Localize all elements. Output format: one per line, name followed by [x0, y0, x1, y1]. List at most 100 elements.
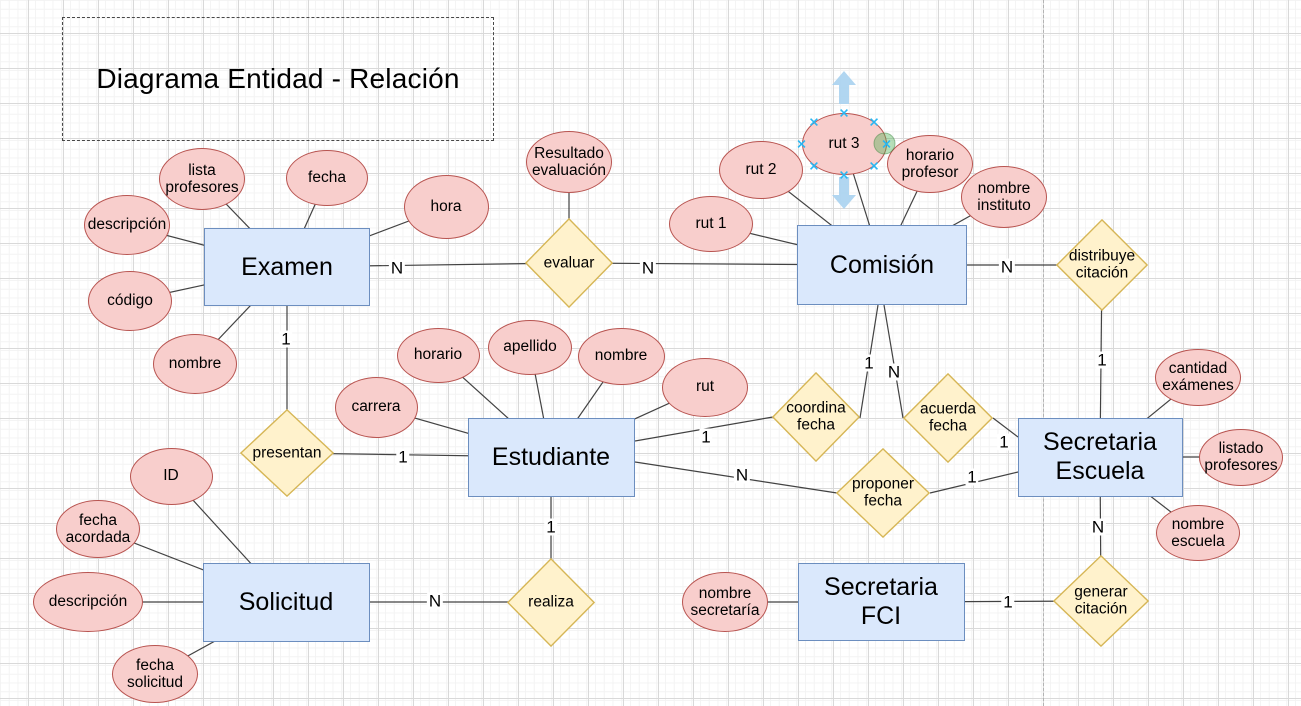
relationship-label: generar citación	[1074, 583, 1128, 618]
attribute-label: fecha	[308, 169, 346, 187]
attribute-codigo[interactable]: código	[88, 271, 172, 331]
move-down-arrow-icon[interactable]	[832, 177, 856, 209]
entity-examen[interactable]: Examen	[204, 228, 370, 306]
attribute-carrera[interactable]: carrera	[334, 376, 418, 438]
attribute-label: lista profesores	[165, 161, 239, 196]
cardinality-label[interactable]: N	[885, 362, 903, 382]
diamond-shape	[1053, 555, 1149, 647]
diamond-shape	[836, 448, 930, 538]
attribute-label: rut 2	[745, 161, 777, 179]
attribute-nombre-escuela[interactable]: nombre escuela	[1156, 505, 1240, 561]
entity-label: Examen	[241, 252, 333, 281]
cardinality-label[interactable]: N	[733, 465, 751, 485]
cardinality-label[interactable]: 1	[544, 517, 558, 537]
attribute-label: nombre instituto	[977, 179, 1031, 214]
attribute-rut-3[interactable]: rut 3	[801, 113, 887, 175]
attribute-label: nombre secretaría	[690, 584, 760, 619]
attribute-rut-2[interactable]: rut 2	[719, 141, 803, 199]
relationship-distribuye-citacion[interactable]: distribuye citación	[1056, 219, 1148, 311]
attribute-fecha-solicitud[interactable]: fecha solicitud	[112, 645, 198, 703]
cardinality-label[interactable]: N	[998, 257, 1016, 277]
cardinality-label[interactable]: N	[639, 258, 657, 278]
cardinality-label[interactable]: N	[388, 258, 406, 278]
cardinality-label[interactable]: 1	[279, 329, 293, 349]
relationship-label: realiza	[528, 593, 574, 611]
attribute-nombre-estudiante[interactable]: nombre	[577, 327, 665, 385]
attribute-label: nombre	[594, 347, 648, 365]
attribute-label: nombre escuela	[1171, 515, 1225, 550]
attribute-hora[interactable]: hora	[403, 175, 489, 239]
cardinality-label[interactable]: 1	[1095, 350, 1109, 370]
entity-estudiante[interactable]: Estudiante	[467, 417, 635, 497]
move-up-arrow-icon[interactable]	[832, 71, 856, 104]
attribute-resultado-evaluacion[interactable]: Resultado evaluación	[526, 131, 612, 193]
diamond-shape	[1056, 219, 1148, 311]
attribute-label: rut 3	[828, 135, 860, 153]
cardinality-label[interactable]: 1	[997, 432, 1011, 452]
attribute-lista-profesores[interactable]: lista profesores	[159, 148, 245, 210]
attribute-label: nombre	[168, 355, 222, 373]
relationship-generar-citacion[interactable]: generar citación	[1053, 555, 1149, 647]
entity-secretaria-fci[interactable]: Secretaria FCI	[797, 563, 965, 641]
attribute-label: rut 1	[695, 215, 727, 233]
entity-label: Solicitud	[238, 587, 334, 616]
attribute-horario-profesor[interactable]: horario profesor	[887, 135, 973, 193]
attribute-descripcion-solicitud[interactable]: descripción	[33, 572, 143, 632]
diamond-shape	[772, 372, 860, 462]
attribute-fecha-acordada[interactable]: fecha acordada	[56, 500, 140, 558]
attribute-rut[interactable]: rut	[662, 357, 748, 417]
attribute-label: hora	[430, 198, 462, 216]
attribute-label: código	[107, 292, 153, 310]
attribute-fecha-examen[interactable]: fecha	[286, 150, 368, 206]
attribute-listado-profesores[interactable]: listado profesores	[1199, 428, 1283, 486]
relationship-evaluar[interactable]: evaluar	[525, 218, 613, 308]
entity-label: Estudiante	[491, 442, 611, 471]
cardinality-label[interactable]: N	[1089, 517, 1107, 537]
attribute-label: fecha acordada	[65, 511, 131, 546]
attribute-label: descripción	[87, 216, 167, 234]
cardinality-label[interactable]: 1	[965, 467, 979, 487]
relationship-label: acuerda fecha	[919, 400, 976, 435]
relationship-link-comision-acuerda-fecha[interactable]	[883, 304, 904, 419]
relationship-proponer-fecha[interactable]: proponer fecha	[836, 448, 930, 538]
relationship-acuerda-fecha[interactable]: acuerda fecha	[903, 373, 993, 463]
attribute-label: horario profesor	[901, 146, 959, 181]
relationship-coordina-fecha[interactable]: coordina fecha	[772, 372, 860, 462]
page-boundary-line	[1043, 0, 1044, 706]
attribute-descripcion-examen[interactable]: descripción	[84, 195, 170, 255]
attribute-horario-estudiante[interactable]: horario	[396, 327, 480, 383]
attribute-id-solicitud[interactable]: ID	[129, 447, 213, 505]
cardinality-label[interactable]: 1	[699, 427, 713, 447]
attribute-label: ID	[163, 467, 179, 485]
cardinality-label[interactable]: 1	[862, 353, 876, 373]
relationship-label: evaluar	[543, 254, 595, 272]
attribute-nombre-secretaria[interactable]: nombre secretaría	[682, 572, 768, 632]
relationship-presentan[interactable]: presentan	[240, 409, 334, 497]
diamond-shape	[903, 373, 993, 463]
entity-secretaria-escuela[interactable]: Secretaria Escuela	[1017, 417, 1183, 497]
attribute-label: Resultado evaluación	[531, 144, 607, 179]
relationship-label: distribuye citación	[1068, 247, 1136, 282]
relationship-label: proponer fecha	[851, 475, 915, 510]
diagram-title: Diagrama Entidad - Relación	[96, 63, 460, 94]
cardinality-label[interactable]: 1	[396, 447, 410, 467]
entity-label: Comisión	[829, 250, 935, 279]
cardinality-label[interactable]: N	[426, 591, 444, 611]
attribute-nombre-instituto[interactable]: nombre instituto	[961, 166, 1047, 228]
attribute-label: rut	[695, 378, 715, 396]
attribute-label: descripción	[48, 593, 128, 611]
attribute-label: fecha solicitud	[127, 656, 183, 691]
relationship-realiza[interactable]: realiza	[507, 557, 595, 647]
attribute-label: horario	[413, 346, 463, 364]
diamond-shape	[240, 409, 334, 497]
attribute-cantidad-examenes[interactable]: cantidad exámenes	[1155, 348, 1241, 406]
diagram-title-box[interactable]: Diagrama Entidad - Relación	[62, 17, 494, 141]
attribute-rut-1[interactable]: rut 1	[669, 196, 753, 252]
attribute-apellido[interactable]: apellido	[488, 319, 572, 375]
entity-comision[interactable]: Comisión	[797, 225, 967, 305]
entity-solicitud[interactable]: Solicitud	[202, 562, 370, 642]
attribute-nombre-examen[interactable]: nombre	[153, 334, 237, 394]
cardinality-label[interactable]: 1	[1001, 592, 1015, 612]
entity-label: Secretaria FCI	[824, 573, 938, 630]
